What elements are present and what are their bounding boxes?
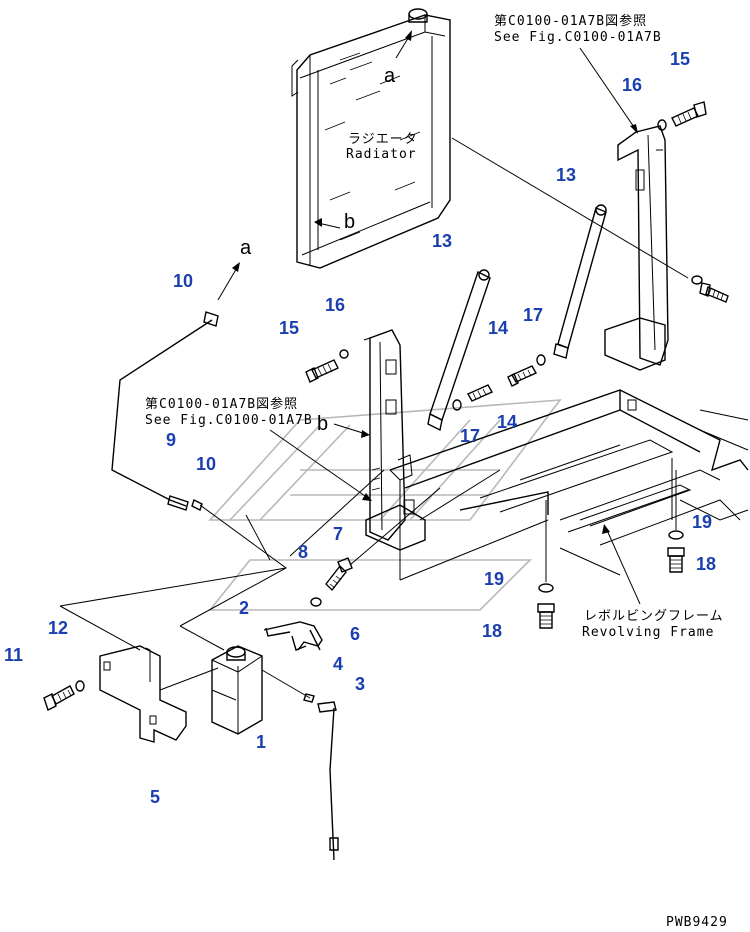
callout-2: 2 [239, 598, 249, 618]
leader-frame [605, 527, 641, 605]
ref-note-top-en: See Fig.C0100-01A7B [494, 30, 662, 45]
callout-8: 8 [298, 542, 308, 562]
clamp-4 [303, 693, 315, 703]
frame-label-en: Revolving Frame [582, 625, 714, 640]
ref-note-top-jp: 第C0100-01A7B図参照 [494, 13, 647, 29]
washer-16-center [339, 349, 349, 359]
letter-b-radiator: b [344, 211, 355, 233]
hose-9-fitting [167, 495, 189, 511]
washer-12 [75, 680, 85, 692]
bolt-14-right [507, 365, 537, 387]
ref-note-mid-en: See Fig.C0100-01A7B [145, 413, 313, 428]
callout-6: 6 [350, 624, 360, 644]
washer-17-right [536, 354, 546, 366]
bolt-18-right [667, 470, 685, 573]
rod-13-right [553, 204, 607, 359]
letter-a-hose: a [240, 237, 252, 259]
bolt-14-center [467, 384, 493, 402]
bolt-7 [325, 487, 441, 592]
callout-15-top: 15 [670, 49, 690, 69]
callout-10-lower: 10 [196, 454, 216, 474]
radiator-label-jp: ラジエータ [348, 132, 418, 147]
callout-19-right: 19 [692, 512, 712, 532]
callout-10-hose: 10 [173, 271, 193, 291]
callout-13-left: 13 [432, 231, 452, 251]
hose-3 [261, 669, 339, 861]
drawing-code: PWB9429 [666, 915, 728, 930]
callout-1: 1 [256, 732, 266, 752]
revolving-frame [389, 389, 749, 581]
letter-b-bracket: b [317, 413, 328, 435]
callout-3: 3 [355, 674, 365, 694]
cap-2 [226, 646, 246, 661]
leader-ref-top [579, 47, 637, 131]
callout-16-top: 16 [622, 75, 642, 95]
washer-17-center [452, 399, 462, 411]
callout-11: 11 [4, 645, 23, 665]
callout-16-center: 16 [325, 295, 345, 315]
leader-ref-mid [269, 429, 369, 499]
rod-13-left [427, 269, 491, 432]
letter-a-top: a [384, 65, 396, 87]
callout-17-right: 17 [523, 305, 543, 325]
washer-16-top [657, 119, 667, 131]
callout-15-center: 15 [279, 318, 299, 338]
callout-14-right: 14 [488, 318, 508, 338]
bolt-15-center [305, 359, 339, 383]
radiator: ラジエータ Radiator a b [291, 8, 451, 269]
washer-19-right [668, 530, 684, 540]
bolt-11 [43, 685, 75, 711]
right-bracket [451, 125, 729, 371]
radiator-label-en: Radiator [346, 147, 417, 162]
bolt-18-center [537, 500, 555, 629]
callout-18-right: 18 [696, 554, 716, 574]
callout-5: 5 [150, 787, 160, 807]
callout-13-right: 13 [556, 165, 576, 185]
center-bracket [363, 329, 426, 551]
callout-12: 12 [48, 618, 68, 638]
callout-19-center: 19 [484, 569, 504, 589]
callout-7: 7 [333, 524, 343, 544]
callout-9: 9 [166, 430, 176, 450]
washer-8 [310, 597, 322, 607]
bolt-15-top [671, 101, 707, 127]
callout-18-center: 18 [482, 621, 502, 641]
frame-label-jp: レボルビングフレーム [584, 609, 724, 624]
ref-note-mid-jp: 第C0100-01A7B図参照 [145, 396, 298, 412]
bracket-6 [263, 621, 323, 651]
bracket-5 [99, 645, 219, 743]
tank-1 [211, 645, 263, 735]
callout-14-center: 14 [497, 412, 517, 432]
callout-17-center: 17 [460, 426, 480, 446]
washer-19-center [538, 583, 554, 593]
callout-4: 4 [333, 654, 343, 674]
clamp-10-lower [191, 499, 203, 511]
hose [111, 262, 240, 507]
